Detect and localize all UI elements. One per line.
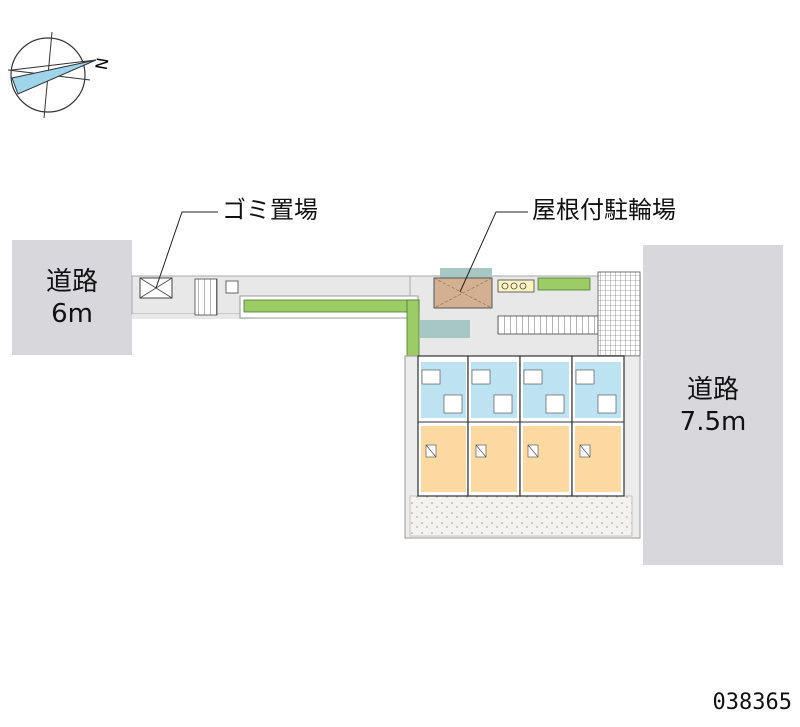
compass-north-letter: N (92, 56, 113, 71)
apartment-units (417, 355, 625, 497)
entry-steps (194, 278, 239, 316)
right-road-name: 道路 (686, 375, 739, 405)
right-road (643, 245, 783, 565)
grid-lot (597, 271, 641, 357)
unit-1 (417, 355, 469, 497)
right-road-label: 道路 7.5m (643, 374, 783, 438)
compass-needle (11, 59, 97, 95)
bicycle-leader-line (459, 211, 528, 293)
compass: N (7, 31, 113, 119)
left-road-width: 6m (51, 299, 93, 329)
left-road-name: 道路 (45, 267, 98, 297)
teal-entry-roof (420, 320, 470, 338)
unit-2 (467, 355, 521, 497)
hedge-vertical-left (406, 299, 420, 357)
left-road-label: 道路 6m (12, 266, 132, 330)
main-stairs (497, 315, 599, 335)
garbage-leader-line (155, 211, 218, 289)
gravel-strip (409, 495, 633, 537)
unit-4 (571, 355, 625, 497)
bicycle-callout: 屋根付駐輪場 (532, 196, 676, 224)
right-road-width: 7.5m (679, 407, 747, 437)
compass-ring (10, 37, 86, 113)
bicycle-parking (433, 277, 535, 309)
property-code: 038365 (712, 690, 792, 715)
hedge-near-bikes (537, 277, 591, 291)
unit-3 (519, 355, 573, 497)
hedge-top (243, 299, 420, 313)
garbage-callout: ゴミ置場 (222, 196, 318, 224)
left-road (12, 240, 132, 355)
